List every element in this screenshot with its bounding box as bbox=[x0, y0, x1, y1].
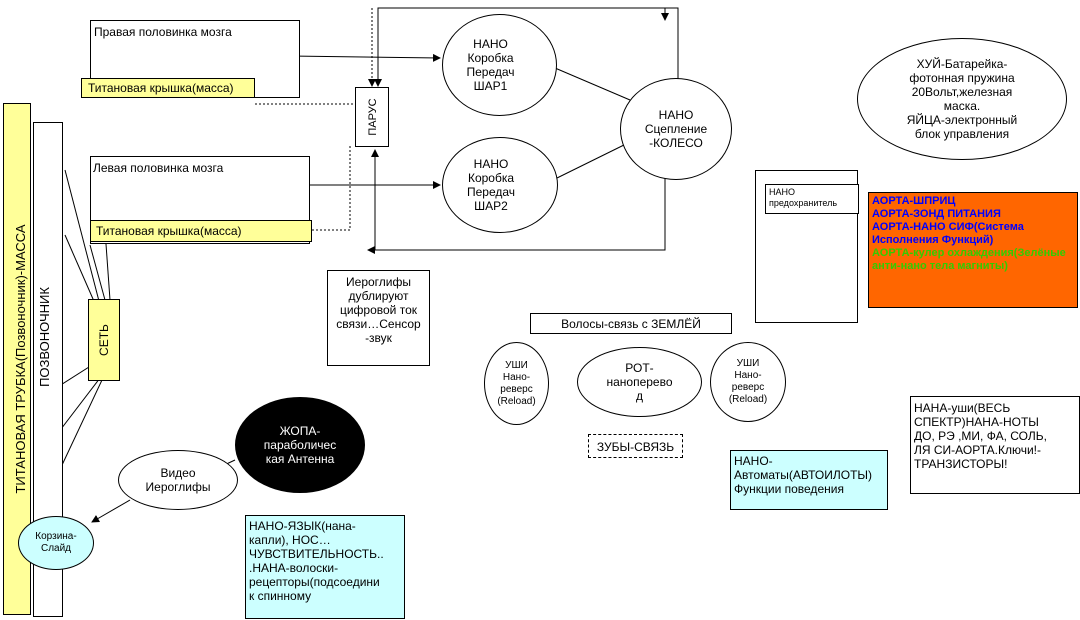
titanium-cap-1: Титановая крышка(масса) bbox=[81, 78, 255, 98]
gearbox-2: НАНО Коробка Передач ШАР2 bbox=[442, 137, 558, 233]
sail-box bbox=[355, 87, 389, 147]
aorta-line: АОРТА-ШПРИЦ bbox=[872, 195, 956, 207]
aorta-line: АОРТА-ЗОНД ПИТАНИЯ bbox=[872, 208, 1001, 220]
teeth-box: ЗУБЫ-СВЯЗЬ bbox=[588, 434, 683, 458]
battery-ellipse: ХУЙ-Батарейка- фотонная пружина 20Вольт,… bbox=[857, 38, 1067, 160]
video-ellipse: Видео Иероглифы bbox=[118, 450, 238, 510]
network-label: СЕТЬ bbox=[97, 324, 111, 356]
ear-left: УШИ Нано- реверс (Reload) bbox=[484, 342, 549, 425]
aorta-line: АОРТА-НАНО СИФ(Система Исполнения Функци… bbox=[872, 221, 1024, 246]
network-box bbox=[88, 299, 120, 381]
tongue-box: НАНО-ЯЗЫК(нана- капли), НОС… ЧУВСТВИТЕЛЬ… bbox=[245, 515, 405, 619]
sail-label: ПАРУС bbox=[367, 98, 379, 136]
aorta-line: АОРТА-кулер охлаждения(Зелёные анти-нано… bbox=[872, 247, 1066, 272]
mouth-ellipse: РОТ- наноперево д bbox=[577, 347, 702, 417]
right-brain-label: Правая половинка мозга bbox=[94, 25, 232, 39]
basket-ellipse: Корзина- Слайд bbox=[18, 516, 94, 570]
notes-box: НАНА-уши(ВЕСЬ СПЕКТР)НАНА-НОТЫ ДО, РЭ ,М… bbox=[910, 396, 1080, 494]
antenna-ellipse: ЖОПА- параболичес кая Антенна bbox=[235, 397, 365, 493]
hieroglyphs-box: Иероглифы дублируют цифровой ток связи…С… bbox=[327, 270, 430, 366]
clutch-wheel: НАНО Сцепление -КОЛЕСО bbox=[620, 78, 732, 180]
spine-label: ПОЗВОНОЧНИК bbox=[37, 287, 52, 387]
left-brain-label: Левая половинка мозга bbox=[93, 161, 224, 175]
fuse-label: НАНО предохранитель bbox=[765, 184, 859, 214]
gearbox-1: НАНО Коробка Передач ШАР1 bbox=[442, 14, 557, 116]
hair-box: Волосы-связь с ЗЕМЛЁЙ bbox=[530, 313, 732, 334]
ear-right: УШИ Нано- реверс (Reload) bbox=[710, 342, 786, 422]
titanium-cap-2: Титановая крышка(масса) bbox=[90, 220, 312, 242]
automats-box: НАНО- Автоматы(АВТОИЛОТЫ) Функции поведе… bbox=[730, 450, 888, 510]
